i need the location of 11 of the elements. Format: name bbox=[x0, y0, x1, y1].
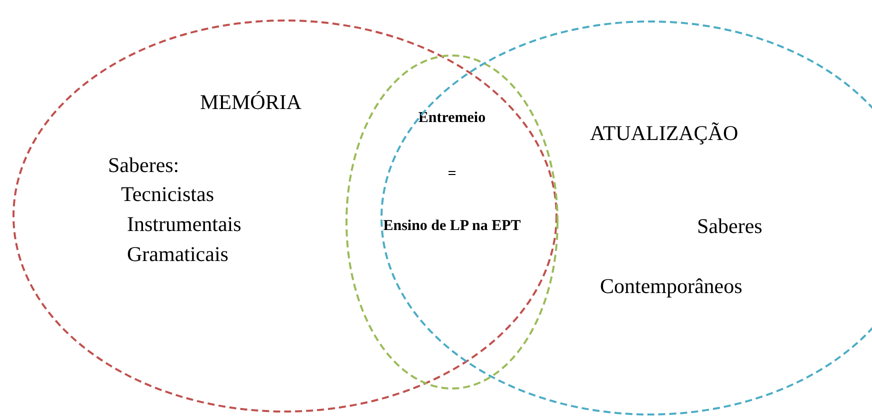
ellipse-heading: Entremeio bbox=[417, 110, 487, 128]
ellipse-text: Saberes: bbox=[108, 153, 180, 178]
ellipse-heading: ATUALIZAÇÃO bbox=[590, 121, 738, 146]
ellipse-text: Contemporâneos bbox=[600, 274, 742, 298]
ellipse-text: Ensino de LP na EPT bbox=[382, 218, 522, 236]
ellipse-text: = bbox=[446, 166, 458, 184]
ellipse-text: Gramaticais bbox=[127, 242, 228, 266]
ellipse-text: Tecnicistas bbox=[121, 182, 214, 206]
ellipse-text: Saberes bbox=[697, 214, 762, 238]
ellipse-text: Instrumentais bbox=[127, 212, 242, 236]
ellipse-heading: MEMÓRIA bbox=[200, 90, 302, 114]
